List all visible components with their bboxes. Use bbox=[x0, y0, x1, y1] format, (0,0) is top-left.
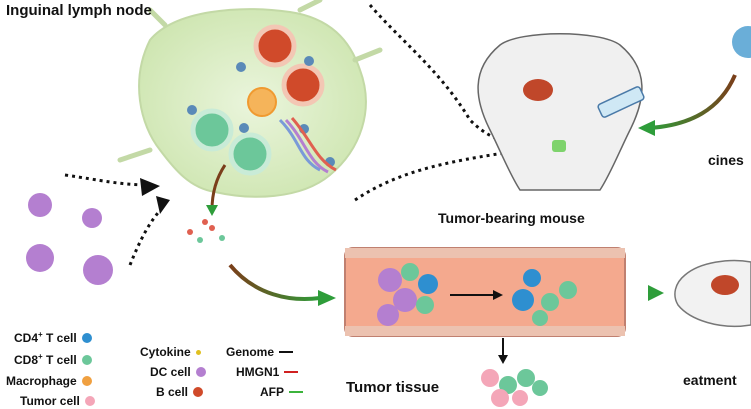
tumor-tissue-label: Tumor tissue bbox=[346, 379, 440, 396]
legend-cd4-label: CD4+ T cell bbox=[14, 330, 77, 345]
legend-cd4: CD4+ T cell bbox=[14, 330, 92, 345]
cd4-dot-icon bbox=[81, 332, 92, 343]
treatment-label: eatment bbox=[683, 372, 737, 388]
vaccine-particle bbox=[732, 26, 751, 58]
b-cells bbox=[253, 24, 325, 107]
legend-cytokine: Cytokine bbox=[140, 345, 201, 359]
vaccine-arrow bbox=[638, 74, 737, 136]
afp-line-icon bbox=[289, 391, 303, 393]
lymph-node-label: Inguinal lymph node bbox=[6, 2, 152, 19]
tissue-arrow bbox=[498, 338, 508, 364]
dc-cells-small bbox=[187, 56, 335, 167]
mouse-label: Tumor-bearing mouse bbox=[438, 210, 585, 226]
signal-lines bbox=[278, 116, 337, 174]
cytokine-dot-icon bbox=[195, 349, 201, 355]
vessel-to-treatment-arrow bbox=[612, 285, 664, 301]
treated-mouse bbox=[674, 259, 751, 328]
node-to-vessel-arrow bbox=[228, 263, 336, 306]
tumor-tissue bbox=[481, 369, 548, 407]
dc-cells-cluster bbox=[26, 193, 113, 285]
released-particles bbox=[187, 219, 225, 243]
legend-dc-cell: DC cell bbox=[150, 365, 206, 379]
b-cell-dot-icon bbox=[193, 387, 204, 397]
legend-genome: Genome bbox=[226, 345, 294, 359]
legend-afp: AFP bbox=[260, 385, 303, 399]
legend-hmgn1: HMGN1 bbox=[236, 365, 299, 379]
legend-macrophage: Macrophage bbox=[6, 374, 92, 388]
legend-afp-label: AFP bbox=[260, 385, 284, 399]
legend-b-cell-label: B cell bbox=[156, 385, 189, 399]
legend-dc-cell-label: DC cell bbox=[150, 365, 191, 379]
macrophage bbox=[247, 87, 277, 117]
legend-cytokine-label: Cytokine bbox=[140, 345, 191, 359]
dc-cell-dot-icon bbox=[195, 367, 206, 377]
legend-b-cell: B cell bbox=[156, 385, 204, 399]
legend-macrophage-label: Macrophage bbox=[6, 374, 77, 388]
cd8-dot-icon bbox=[81, 354, 92, 365]
dotted-arrowhead-2 bbox=[156, 196, 170, 214]
legend-cd8: CD8+ T cell bbox=[14, 352, 92, 367]
tumor-cell-dot-icon bbox=[84, 396, 95, 406]
genome-line-icon bbox=[279, 351, 294, 353]
internal-arrow bbox=[206, 164, 227, 216]
tumor-bearing-mouse bbox=[477, 33, 643, 191]
vaccines-label: cines bbox=[708, 152, 744, 168]
cd8-t-cells bbox=[190, 108, 272, 176]
hmgn1-line-icon bbox=[284, 371, 299, 373]
legend-genome-label: Genome bbox=[226, 345, 275, 359]
legend-tumor-cell-label: Tumor cell bbox=[20, 394, 80, 408]
dotted-arrowhead-1 bbox=[140, 178, 160, 196]
vessel-cells bbox=[377, 263, 577, 326]
legend-tumor-cell: Tumor cell bbox=[20, 394, 95, 408]
syringe bbox=[597, 86, 645, 118]
legend-hmgn1-label: HMGN1 bbox=[236, 365, 280, 379]
vessel-flow-arrow bbox=[450, 290, 503, 300]
macrophage-dot-icon bbox=[81, 376, 92, 386]
legend-cd8-label: CD8+ T cell bbox=[14, 352, 77, 367]
